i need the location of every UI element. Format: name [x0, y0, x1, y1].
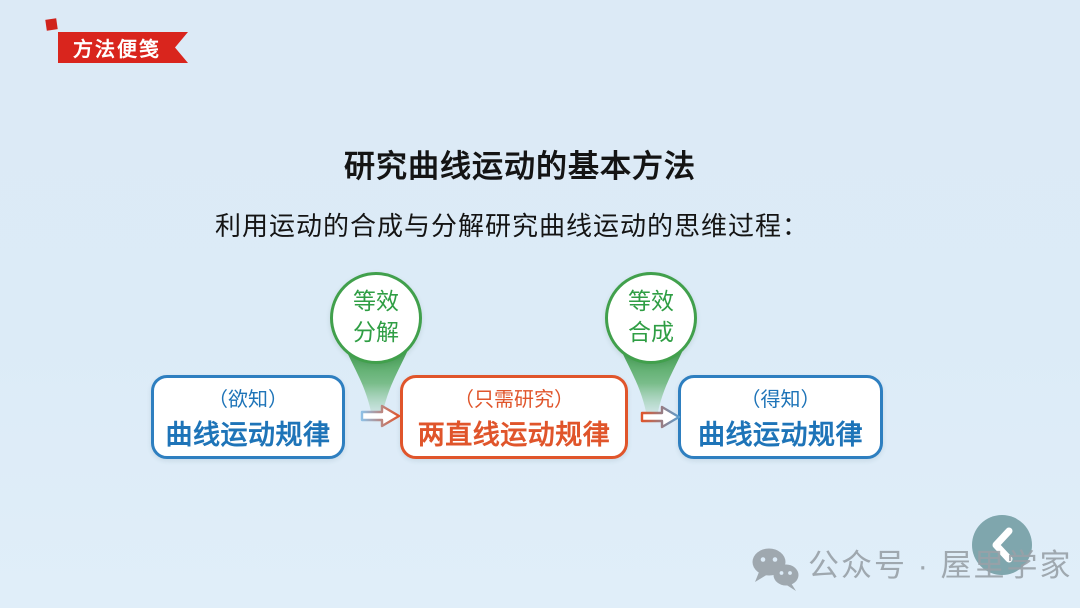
page-title: 研究曲线运动的基本方法	[344, 149, 696, 184]
badge-label: 方法便笺	[73, 39, 161, 61]
bubble-line1: 等效	[353, 288, 399, 315]
speech-tail-compose	[621, 350, 683, 424]
arrow-right-icon	[640, 405, 681, 429]
bubble-equivalent-compose: 等效 合成	[605, 272, 697, 364]
wechat-icon	[752, 548, 799, 591]
bubble-line2: 合成	[628, 320, 674, 346]
watermark: 公众号 · 屋里学家	[750, 540, 1073, 592]
method-note-badge: 方法便笺	[58, 32, 188, 63]
box-label: 曲线运动规律	[165, 419, 331, 450]
chevron-left-icon	[992, 527, 1013, 563]
bubble-equivalent-decompose: 等效 分解	[330, 272, 422, 364]
watermark-text: 公众号 · 屋里学家	[808, 548, 1073, 583]
arrow-right-icon	[360, 404, 401, 428]
box-note: （只需研究）	[454, 386, 574, 411]
box-note: （得知）	[740, 386, 821, 411]
subtitle: 利用运动的合成与分解研究曲线运动的思维过程：	[215, 212, 810, 242]
box-note: （欲知）	[208, 386, 288, 411]
flowbox-curve-motion-wanted: （欲知） 曲线运动规律	[151, 375, 345, 459]
box-label: 曲线运动规律	[698, 419, 863, 450]
ribbon-fold	[45, 18, 58, 31]
flowbox-curve-motion-obtained: （得知） 曲线运动规律	[678, 375, 883, 459]
back-button[interactable]	[972, 515, 1032, 575]
box-label: 两直线运动规律	[417, 419, 611, 450]
bubble-line1: 等效	[628, 288, 674, 315]
bubble-line2: 分解	[353, 320, 399, 346]
speech-tail-decompose	[346, 350, 408, 424]
flowbox-two-linear-motions: （只需研究） 两直线运动规律	[400, 375, 628, 459]
